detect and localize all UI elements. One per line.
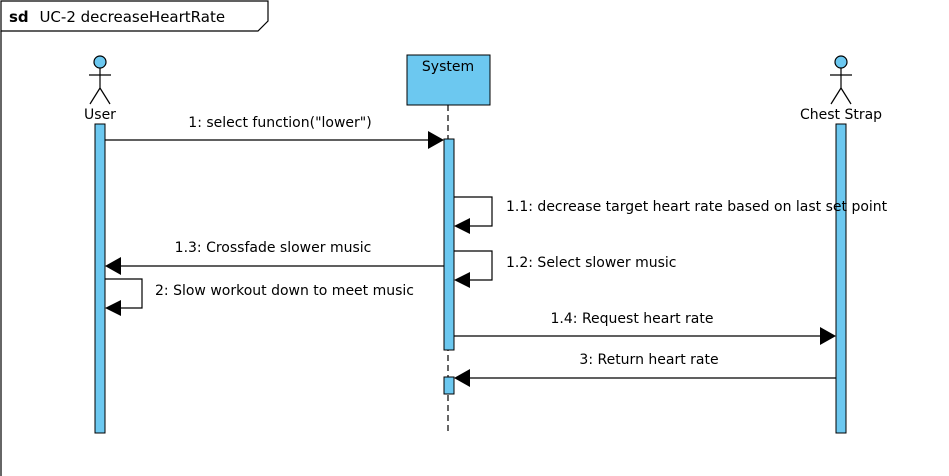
arrowhead-icon: [454, 369, 470, 387]
sd-frame: sd UC-2 decreaseHeartRate: [0, 0, 269, 476]
message-label: 1.3: Crossfade slower music: [175, 240, 372, 256]
system-activation-bar-2: [443, 376, 455, 395]
user-actor-head: [93, 55, 107, 69]
system-object-label: System: [422, 59, 474, 75]
chest-strap-actor-label: Chest Strap: [800, 107, 882, 123]
system-activation-bar-1: [443, 138, 455, 351]
arrowhead-icon: [454, 218, 470, 234]
message-select-function[interactable]: 1: select function("lower"): [105, 115, 444, 149]
participant-system[interactable]: System: [406, 54, 491, 106]
user-actor-label: User: [84, 107, 116, 123]
arrowhead-icon: [105, 300, 121, 316]
participant-chest-strap[interactable]: Chest Strap: [800, 55, 882, 123]
message-label: 2: Slow workout down to meet music: [155, 283, 414, 299]
arrowhead-icon: [428, 131, 444, 149]
message-label: 1.1: decrease target heart rate based on…: [506, 199, 888, 215]
svg-text:sd UC-2 decreaseHeartRat: sd UC-2 decreaseHeartRate: [9, 8, 225, 26]
message-label: 3: Return heart rate: [579, 352, 718, 368]
chest-strap-activation-bar: [835, 123, 847, 434]
chest-strap-actor-head: [834, 55, 848, 69]
message-select-slower[interactable]: 1.2: Select slower music: [454, 250, 676, 288]
message-label: 1.2: Select slower music: [506, 255, 676, 271]
message-crossfade[interactable]: 1.3: Crossfade slower music: [105, 240, 444, 275]
arrowhead-icon: [820, 327, 836, 345]
frame-title: UC-2 decreaseHeartRate: [39, 8, 225, 26]
message-label: 1: select function("lower"): [188, 115, 371, 131]
arrowhead-icon: [105, 257, 121, 275]
arrowhead-icon: [454, 272, 470, 288]
participant-user[interactable]: User: [84, 55, 116, 123]
user-activation-bar: [94, 123, 106, 434]
message-slow-workout[interactable]: 2: Slow workout down to meet music: [105, 278, 414, 316]
message-request-heart-rate[interactable]: 1.4: Request heart rate: [454, 311, 836, 345]
message-decrease-target[interactable]: 1.1: decrease target heart rate based on…: [454, 196, 888, 234]
message-label: 1.4: Request heart rate: [551, 311, 714, 327]
message-return-heart-rate[interactable]: 3: Return heart rate: [454, 352, 836, 387]
frame-keyword: sd: [9, 8, 29, 26]
system-object-box: [406, 54, 491, 106]
